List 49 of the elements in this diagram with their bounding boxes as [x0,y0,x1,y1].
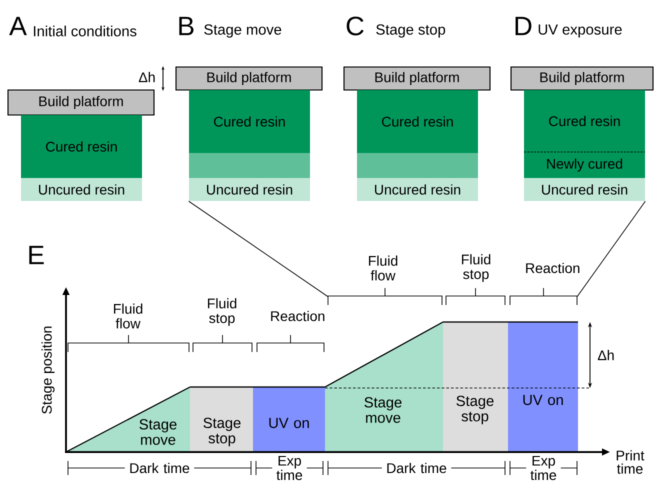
resin-layer: Uncured resin [524,178,646,201]
dimension-label: Dark time [382,462,452,474]
phase-region: Stage move [324,321,444,452]
node-label: Cured resin [549,116,620,126]
zoom-line [576,200,646,297]
phase-region: Stage stop [443,321,508,452]
phase-label: Fluid flow [114,304,142,328]
resin-layer: Uncured resin [357,178,478,201]
resin-block: Cured resin [357,90,478,153]
phase-label: Fluid flow [368,256,398,280]
panel-letter: C [346,16,364,36]
resin-layer: Uncured resin [21,178,142,201]
dimension-label: Exp time [526,454,561,482]
resin-layer [357,153,478,178]
platform-box: Build platform [175,66,323,91]
platform-box: Build platform [343,66,491,91]
phase-region: UV on [508,321,578,452]
platform-box: Build platform [7,89,155,116]
panel-letter: D [516,16,532,36]
resin-layer: Uncured resin [189,178,310,201]
dimension-label: Δh [598,350,614,360]
bracket [510,288,578,306]
dimension-label: Exp time [272,454,307,482]
phase-label: Fluid stop [208,298,236,326]
panel-letter: A [9,16,27,36]
panel-letter: E [29,246,44,264]
axis-label: Print time [616,450,644,474]
phase-region: UV on [253,386,325,452]
phase-label: Reaction [526,262,580,274]
phase-region: Stage stop [190,386,253,452]
panel-title: Stage stop [376,24,446,38]
phase-region: Stage move [66,386,190,453]
axis-label: Stage position [41,326,55,414]
resin-layer [189,153,310,178]
resin-layer: Newly cured [524,152,646,178]
panel-title: UV exposure [538,24,622,38]
phase-label: Reaction [271,310,324,322]
dimension-label: Δh [138,72,155,82]
panel-title: Stage move [204,24,282,38]
phase-label: Fluid stop [462,254,490,282]
platform-box: Build platform [510,66,654,91]
dimension-label: Dark time [124,462,194,474]
resin-block: Cured resin [189,90,310,153]
panel-title: Initial conditions [34,26,136,36]
zoom-line [188,200,328,297]
panel-letter: B [179,16,194,36]
bracket [328,288,442,306]
resin-block: Cured resin [21,115,142,178]
node-label: Newly cured [547,158,622,172]
